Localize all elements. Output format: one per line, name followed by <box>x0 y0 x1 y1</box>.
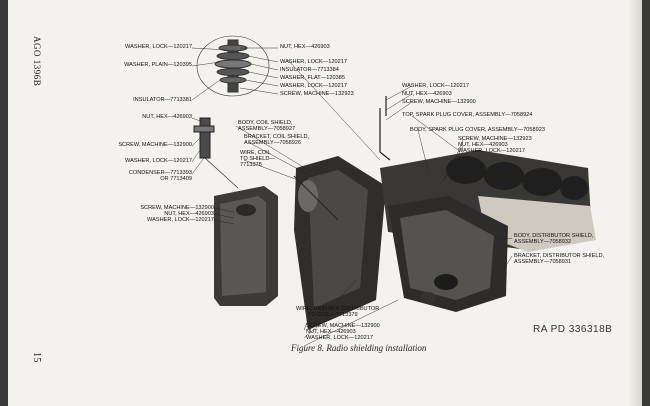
callout-nut-hex: NUT, HEX—426903 <box>402 91 452 97</box>
callout-screw-machine: SCREW, MACHINE—132900 <box>306 323 380 329</box>
callout-washer-flat: WASHER, FLAT—120385 <box>280 75 345 81</box>
callout-coil-shield-bracket: BRACKET, COIL SHIELD, <box>244 134 310 140</box>
callout-washer-lock: WASHER, LOCK—120217 <box>458 148 525 154</box>
callout-coil-shield-bracket-assembly: ASSEMBLY—7058926 <box>244 140 302 146</box>
coil-bracket-illustration <box>293 156 386 330</box>
leader-lines <box>191 47 513 347</box>
callout-screw-machine: SCREW, MACHINE—132900 <box>118 142 192 148</box>
callout-insulator: INSULATOR—7713381 <box>133 97 192 103</box>
condenser-illustration <box>193 117 239 189</box>
callout-nut-hex: NUT, HEX—426903 <box>142 114 192 120</box>
callout-screw-machine: SCREW, MACHINE—132923 <box>280 91 354 97</box>
callout-distributor-shield-body-assembly: ASSEMBLY—7058932 <box>514 239 572 245</box>
distributor-shield-illustration <box>388 196 508 312</box>
callout-wire-coil-part: 7713378 <box>240 162 262 168</box>
callout-wire-primary-to-coil: TO COIL—7713379 <box>308 312 358 318</box>
callout-wire-primary: WIRE, PRIMARY, DISTRIBUTOR <box>296 306 380 312</box>
callout-washer-lock: WASHER, LOCK—120217 <box>147 217 214 223</box>
figure-caption: Figure 8. Radio shielding installation <box>291 343 427 353</box>
callout-washer-lock: WASHER, LOCK—120217 <box>402 83 469 89</box>
callout-distributor-shield-bracket-assembly: ASSEMBLY—7058931 <box>514 259 572 265</box>
callout-washer-plain: WASHER, PLAIN—120395 <box>124 62 192 68</box>
callout-screw-machine: SCREW, MACHINE—132923 <box>458 136 532 142</box>
callout-condenser-alt: OR 7713409 <box>160 176 192 182</box>
callout-washer-lock: WASHER, LOCK—120217 <box>280 83 347 89</box>
insulator-stack-illustration <box>196 35 270 97</box>
callout-nut-hex: NUT, HEX—426903 <box>164 211 214 217</box>
page-gutter-shadow <box>628 0 642 406</box>
callout-wire-coil-to-shield: TO SHIELD— <box>240 156 276 162</box>
callout-screw-machine: SCREW, MACHINE—132900 <box>140 205 214 211</box>
callout-washer-lock: WASHER, LOCK—120217 <box>125 44 192 50</box>
coil-shield-body-illustration <box>214 186 278 306</box>
callout-nut-hex: NUT, HEX—426903 <box>458 142 508 148</box>
manual-page: AGO 1396B 15 <box>8 0 642 406</box>
callout-spark-plug-cover-body: BODY, SPARK PLUG COVER, ASSEMBLY—7058923 <box>410 127 545 133</box>
callout-wire-coil: WIRE, COIL <box>240 150 271 156</box>
callout-screw-machine: SCREW, MACHINE—132900 <box>402 99 476 105</box>
callout-coil-shield-body: BODY, COIL SHIELD, <box>238 120 293 126</box>
callout-washer-lock: WASHER, LOCK—120217 <box>125 158 192 164</box>
exploded-diagram <box>191 35 596 347</box>
callout-spark-plug-cover-top: TOP, SPARK PLUG COVER, ASSEMBLY—7058924 <box>402 112 533 118</box>
figure-reference: RA PD 336318B <box>533 324 613 335</box>
small-bracket-illustration <box>379 96 391 161</box>
callout-insulator: INSULATOR—7713384 <box>280 67 339 73</box>
callout-nut-hex: NUT, HEX—426903 <box>280 44 330 50</box>
callout-distributor-shield-body: BODY, DISTRIBUTOR SHIELD, <box>514 233 594 239</box>
callout-condenser: CONDENSER—7713393 <box>128 170 192 176</box>
callout-nut-hex: NUT, HEX—426903 <box>306 329 356 335</box>
callout-washer-lock: WASHER, LOCK—120217 <box>280 59 347 65</box>
callout-coil-shield-body-assembly: ASSEMBLY—7058927 <box>238 126 296 132</box>
callout-washer-lock: WASHER, LOCK—120217 <box>306 335 373 341</box>
callout-distributor-shield-bracket: BRACKET, DISTRIBUTOR SHIELD, <box>514 253 605 259</box>
